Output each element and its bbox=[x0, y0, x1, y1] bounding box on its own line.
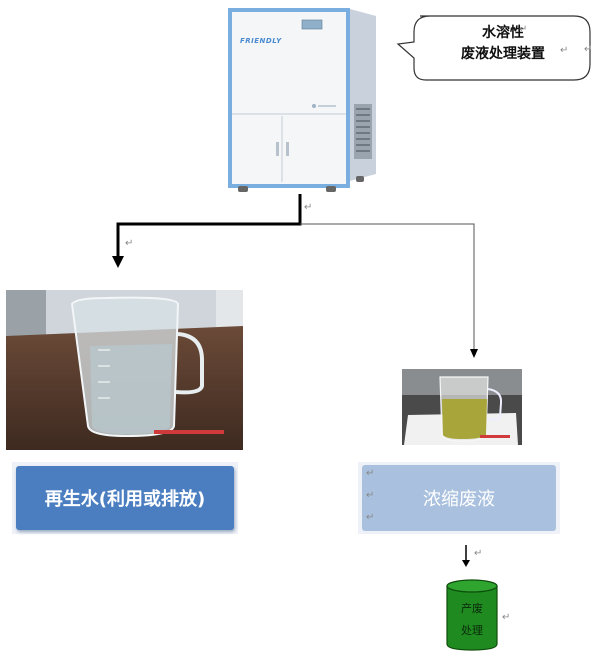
connector-to-concentrate bbox=[300, 223, 475, 350]
device-label-line1: 水溶性 bbox=[482, 25, 524, 41]
recycled-water-label: 再生水(利用或排放) bbox=[16, 466, 234, 530]
paragraph-mark-icon: ↵ bbox=[560, 45, 569, 56]
display-panel-icon bbox=[301, 19, 323, 30]
paragraph-mark-icon: ↵ bbox=[304, 202, 313, 213]
paragraph-mark-icon: ↵ bbox=[584, 44, 592, 55]
callout-bubble bbox=[396, 15, 591, 81]
paragraph-mark-icon: ↵ bbox=[474, 548, 483, 559]
paragraph-mark-icon: ↵ bbox=[366, 512, 375, 523]
connector-to-water bbox=[116, 194, 302, 258]
paragraph-mark-icon: ↵ bbox=[502, 612, 511, 623]
side-vent bbox=[354, 104, 372, 159]
paragraph-mark-icon: ↵ bbox=[519, 24, 528, 35]
device-label-line2: 废液处理装置 bbox=[461, 46, 545, 62]
paragraph-mark-icon: ↵ bbox=[366, 468, 375, 479]
paragraph-mark-icon: ↵ bbox=[366, 490, 375, 501]
arrowhead-concentrate bbox=[470, 349, 478, 358]
arrowhead-water bbox=[112, 256, 124, 268]
wastewater-treatment-device bbox=[228, 8, 376, 192]
device-brand-label: FRIENDLY bbox=[240, 37, 282, 45]
concentrate-photo bbox=[402, 369, 522, 445]
recycled-water-photo bbox=[6, 290, 243, 450]
disposal-barrel-icon bbox=[446, 579, 498, 651]
arrowhead-disposal bbox=[462, 560, 470, 567]
concentrate-label: 浓缩废液 bbox=[362, 465, 556, 531]
disposal-label-line1: 产废 bbox=[461, 602, 483, 615]
disposal-label-line2: 处理 bbox=[461, 624, 483, 637]
paragraph-mark-icon: ↵ bbox=[125, 238, 134, 249]
